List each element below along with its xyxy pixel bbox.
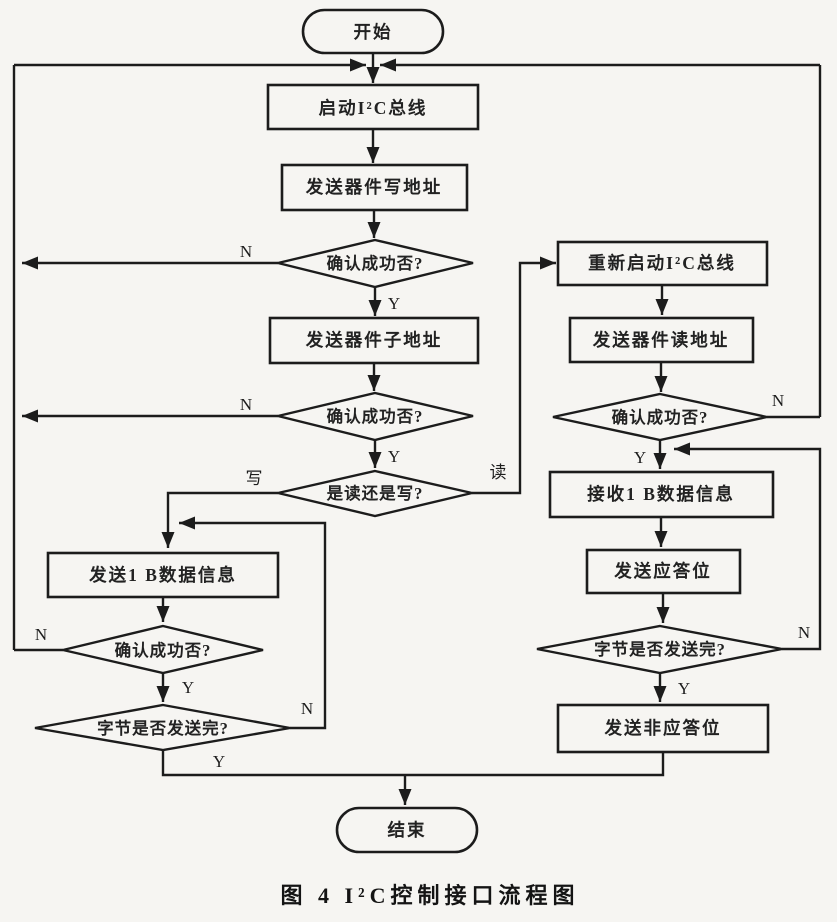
- node-send-nack: 发送非应答位: [556, 703, 770, 754]
- node-receive-data: 接收1 B数据信息: [548, 470, 775, 519]
- label-yes-confirm3: Y: [634, 448, 646, 467]
- node-confirm-ok-2: 确认成功否?: [277, 391, 474, 442]
- decision-label: 确认成功否?: [612, 407, 709, 427]
- process-shape: [548, 470, 775, 519]
- node-send-read-address: 发送器件读地址: [568, 316, 755, 364]
- edge-byteswrite-yes: [161, 750, 405, 777]
- process-label: 接收1 B数据信息: [587, 484, 735, 504]
- process-shape: [556, 703, 770, 754]
- process-shape: [585, 548, 742, 595]
- decision-label: 字节是否发送完?: [594, 639, 726, 659]
- node-confirm-ok-1: 确认成功否?: [277, 238, 474, 289]
- node-bytes-done-read: 字节是否发送完?: [536, 624, 783, 675]
- edge-byteswrite-no-loop: [179, 516, 327, 730]
- decision-shape: [62, 624, 264, 675]
- process-label: 发送1 B数据信息: [88, 565, 237, 585]
- label-yes-confirm4: Y: [182, 678, 194, 697]
- process-shape: [266, 83, 480, 131]
- decision-label: 是读还是写?: [326, 483, 424, 503]
- process-shape: [568, 316, 755, 364]
- end-terminal-label: 结束: [388, 820, 427, 840]
- label-no-confirm1: N: [240, 242, 252, 261]
- label-yes-bytesread: Y: [678, 679, 690, 698]
- label-no-byteswrite: N: [301, 699, 313, 718]
- edge-labels: N Y N Y 写 读 N Y N Y N Y N Y: [35, 242, 810, 771]
- process-label: 发送非应答位: [604, 718, 722, 738]
- decision-shape: [277, 391, 474, 442]
- flow-connectors: [12, 53, 822, 805]
- decision-shape: [34, 703, 291, 752]
- process-label: 发送器件写地址: [305, 177, 443, 197]
- decision-shape: [536, 624, 783, 675]
- label-no-confirm2: N: [240, 395, 252, 414]
- label-yes-confirm1: Y: [388, 294, 400, 313]
- process-label: 发送器件读地址: [592, 330, 730, 350]
- node-send-write-address: 发送器件写地址: [280, 163, 469, 212]
- start-terminal-shape: [301, 8, 445, 55]
- decision-shape: [552, 392, 768, 442]
- process-label: 发送应答位: [613, 561, 712, 581]
- decision-shape: [277, 238, 474, 289]
- decision-label: 确认成功否?: [327, 253, 424, 273]
- label-no-confirm4: N: [35, 625, 47, 644]
- label-yes-confirm2: Y: [388, 447, 400, 466]
- label-write-branch: 写: [246, 469, 263, 488]
- decision-label: 确认成功否?: [115, 640, 212, 660]
- label-no-confirm3: N: [772, 391, 784, 410]
- process-shape: [268, 316, 480, 365]
- edge-write-branch: [161, 491, 278, 548]
- decision-label: 确认成功否?: [327, 406, 424, 426]
- node-start-bus: 启动I²C总线: [266, 83, 480, 131]
- figure-caption: 图 4 I²C控制接口流程图: [280, 883, 579, 908]
- node-end: 结束: [335, 806, 479, 854]
- node-confirm-ok-read: 确认成功否?: [552, 392, 768, 442]
- process-label: 重新启动I²C总线: [588, 253, 736, 273]
- start-terminal-label: 开始: [354, 22, 393, 42]
- label-yes-byteswrite: Y: [213, 752, 225, 771]
- label-read-branch: 读: [490, 463, 507, 482]
- node-send-data: 发送1 B数据信息: [46, 551, 280, 599]
- node-restart-bus: 重新启动I²C总线: [556, 240, 769, 287]
- node-confirm-ok-write: 确认成功否?: [62, 624, 264, 675]
- node-read-or-write: 是读还是写?: [277, 469, 473, 518]
- node-start: 开始: [301, 8, 445, 55]
- process-shape: [556, 240, 769, 287]
- process-shape: [46, 551, 280, 599]
- process-label: 发送器件子地址: [305, 330, 443, 350]
- node-bytes-done-write: 字节是否发送完?: [34, 703, 291, 752]
- process-label: 启动I²C总线: [319, 98, 428, 118]
- node-send-sub-address: 发送器件子地址: [268, 316, 480, 365]
- edge-read-branch: [472, 256, 556, 495]
- decision-shape: [277, 469, 473, 518]
- edge-bytesread-no-loop: [674, 442, 822, 651]
- node-send-ack: 发送应答位: [585, 548, 742, 595]
- decision-label: 字节是否发送完?: [97, 718, 229, 738]
- end-terminal-shape: [335, 806, 479, 854]
- process-shape: [280, 163, 469, 212]
- edge-nack-to-merge: [405, 752, 665, 777]
- label-no-bytesread: N: [798, 623, 810, 642]
